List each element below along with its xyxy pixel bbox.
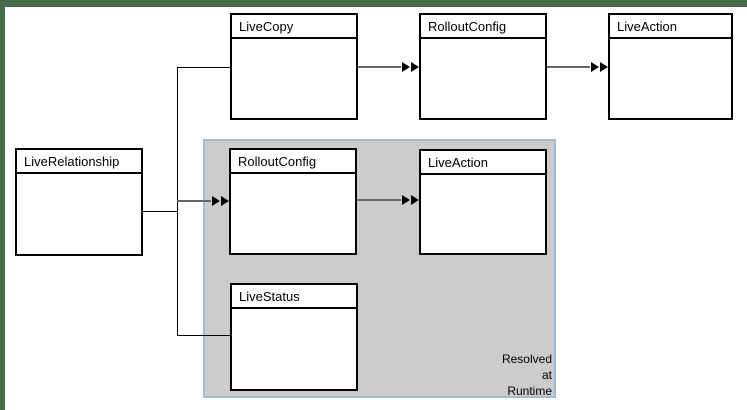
runtime-note-line: Resolved [501, 352, 552, 366]
node-livestatus: LiveStatus [230, 283, 358, 391]
node-liverelationship-title: LiveRelationship [17, 150, 141, 174]
connector-to-livestatus [177, 335, 230, 336]
node-rolloutconfig: RolloutConfig [419, 13, 547, 120]
node-runtime-liveaction: LiveAction [419, 149, 547, 255]
arrowhead-icon [212, 196, 220, 206]
arrowhead-icon [591, 62, 599, 72]
runtime-note: Resolved at Runtime [458, 351, 552, 399]
node-livestatus-title: LiveStatus [232, 285, 356, 309]
arrow-rolloutconfig-to-liveaction [546, 61, 608, 73]
arrowhead-icon [411, 195, 419, 205]
arrow-livecopy-to-rolloutconfig [357, 61, 419, 73]
node-liveaction: LiveAction [608, 13, 733, 120]
connector-from-liverelationship [142, 211, 177, 212]
arrow-shaft [356, 199, 401, 201]
node-rolloutconfig-title: RolloutConfig [421, 15, 545, 39]
arrow-runtime-rolloutconfig-to-liveaction [356, 194, 419, 206]
arrowhead-icon [600, 62, 608, 72]
frame-top-bar [0, 0, 747, 7]
runtime-note-line: Runtime [507, 384, 552, 398]
runtime-note-line: at [541, 368, 552, 382]
node-livecopy-title: LiveCopy [232, 15, 356, 39]
node-liveaction-title: LiveAction [610, 15, 731, 39]
arrow-shaft [357, 66, 401, 68]
node-liverelationship: LiveRelationship [15, 148, 143, 256]
arrowhead-icon [411, 62, 419, 72]
connector-to-livecopy [177, 67, 230, 68]
frame-left-bar [0, 0, 5, 410]
node-runtime-rolloutconfig-title: RolloutConfig [231, 150, 355, 174]
arrow-shaft [546, 66, 590, 68]
arrow-shaft [177, 200, 211, 202]
arrowhead-icon [402, 62, 410, 72]
arrowhead-icon [221, 196, 229, 206]
node-runtime-liveaction-title: LiveAction [421, 151, 545, 175]
node-livecopy: LiveCopy [230, 13, 358, 120]
arrow-trunk-to-runtime-rolloutconfig [177, 195, 229, 207]
node-runtime-rolloutconfig: RolloutConfig [229, 148, 357, 255]
arrowhead-icon [402, 195, 410, 205]
